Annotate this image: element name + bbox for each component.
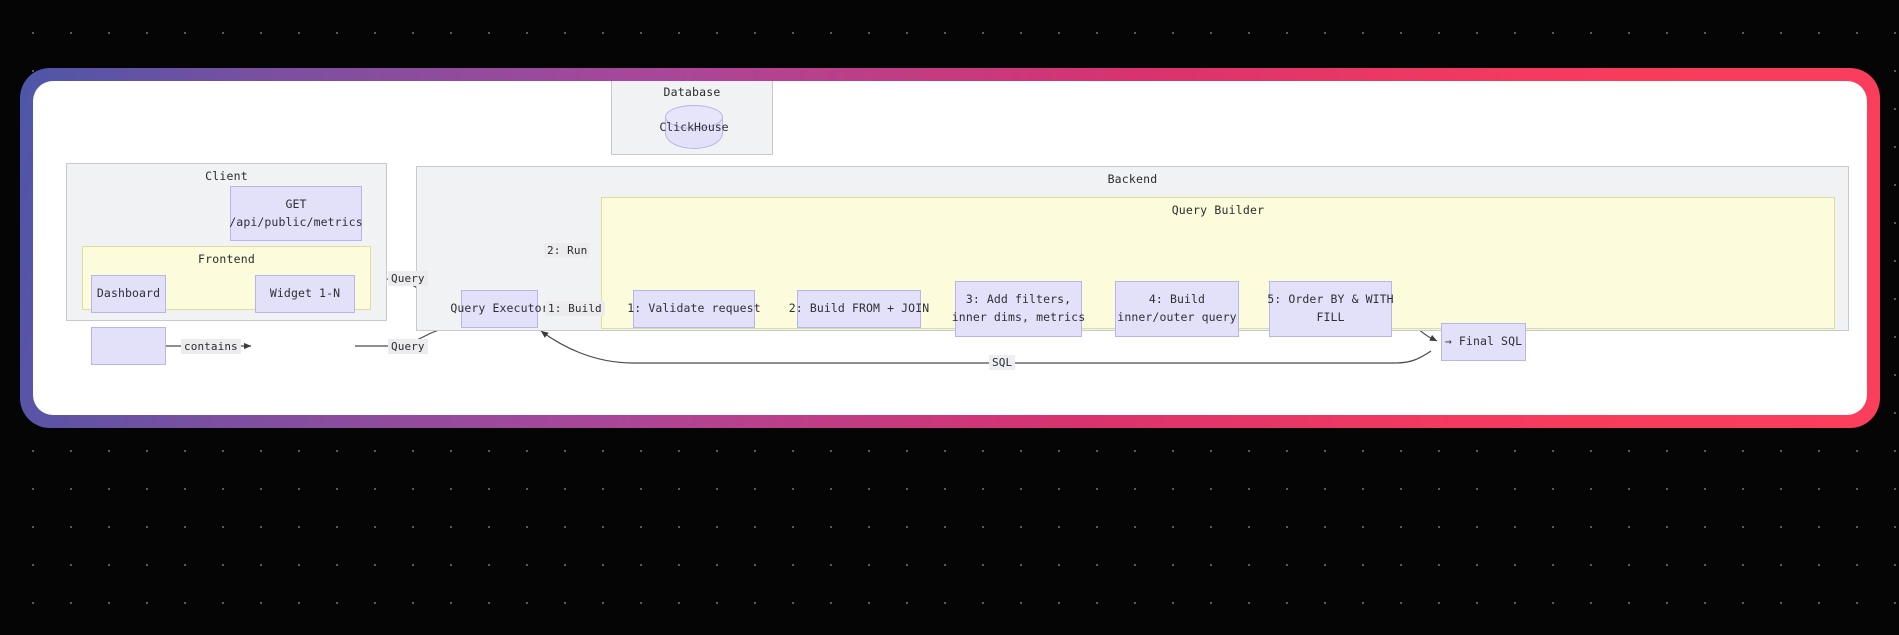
node-step-4-line2: inner/outer query	[1117, 310, 1237, 324]
node-dashboard-real[interactable]: Dashboard	[91, 275, 166, 313]
node-step-5-line1: 5: Order BY & WITH	[1267, 292, 1394, 307]
node-step-5[interactable]: 5: Order BY & WITH FILL	[1267, 281, 1394, 337]
node-query-executor-label: Query Executor	[450, 301, 549, 316]
node-step-2[interactable]: 2: Build FROM + JOIN	[789, 290, 929, 328]
edge-label-sql-text: SQL	[992, 356, 1013, 369]
node-step-1[interactable]: 1: Validate request	[627, 290, 761, 328]
group-frontend-title: Frontend	[198, 252, 255, 266]
edge-label-query-top-text: Query	[391, 272, 425, 285]
edge-label-build-text: 1: Build	[548, 302, 602, 315]
group-client-title: Client	[205, 169, 248, 183]
node-get-endpoint[interactable]: GET /api/public/metrics	[229, 186, 363, 241]
edge-label-query-bottom: Query	[388, 339, 428, 354]
diagram-canvas: Database ClickHouse Client GET /api/publ…	[33, 81, 1867, 415]
edge-label-contains-text: contains	[184, 340, 238, 353]
node-widget[interactable]: Widget 1-N	[255, 275, 355, 313]
group-query-builder-title: Query Builder	[1171, 203, 1265, 217]
node-query-executor-real[interactable]: Query Executor	[450, 290, 549, 328]
node-step-4[interactable]: 4: Build inner/outer query	[1115, 281, 1239, 337]
node-clickhouse[interactable]: ClickHouse	[659, 105, 729, 149]
node-dashboard-label: Dashboard	[96, 286, 161, 301]
node-step-4-line1: 4: Build	[1148, 292, 1206, 307]
node-step-3-line1: 3: Add filters,	[965, 292, 1072, 307]
group-database-title: Database	[663, 85, 721, 99]
gradient-frame: Database ClickHouse Client GET /api/publ…	[20, 68, 1880, 428]
diagram-card: Database ClickHouse Client GET /api/publ…	[33, 81, 1867, 415]
node-step-1-label: 1: Validate request	[627, 301, 761, 316]
node-final-sql-label: → Final SQL	[1444, 334, 1523, 349]
edge-label-contains: contains	[181, 339, 241, 354]
node-final-sql[interactable]: → Final SQL	[1441, 323, 1526, 361]
node-step-3-line2: inner dims, metrics	[951, 310, 1086, 324]
node-dashboard[interactable]	[91, 327, 166, 365]
edge-label-run: 2: Run	[544, 243, 591, 258]
edge-label-run-text: 2: Run	[547, 244, 588, 257]
node-step-5-line2: FILL	[1316, 310, 1345, 324]
edge-label-build: 1: Build	[545, 301, 605, 316]
node-widget-label: Widget 1-N	[269, 286, 341, 301]
node-step-3[interactable]: 3: Add filters, inner dims, metrics	[951, 281, 1086, 337]
node-get-endpoint-path: /api/public/metrics	[229, 214, 363, 229]
edge-label-query-bottom-text: Query	[391, 340, 425, 353]
node-clickhouse-label: ClickHouse	[659, 120, 729, 134]
node-get-endpoint-method: GET	[285, 196, 307, 211]
edge-label-sql: SQL	[989, 355, 1016, 370]
group-backend-title: Backend	[1107, 172, 1158, 186]
node-step-2-label: 2: Build FROM + JOIN	[788, 301, 930, 316]
edge-label-query-top: Query	[388, 271, 428, 286]
